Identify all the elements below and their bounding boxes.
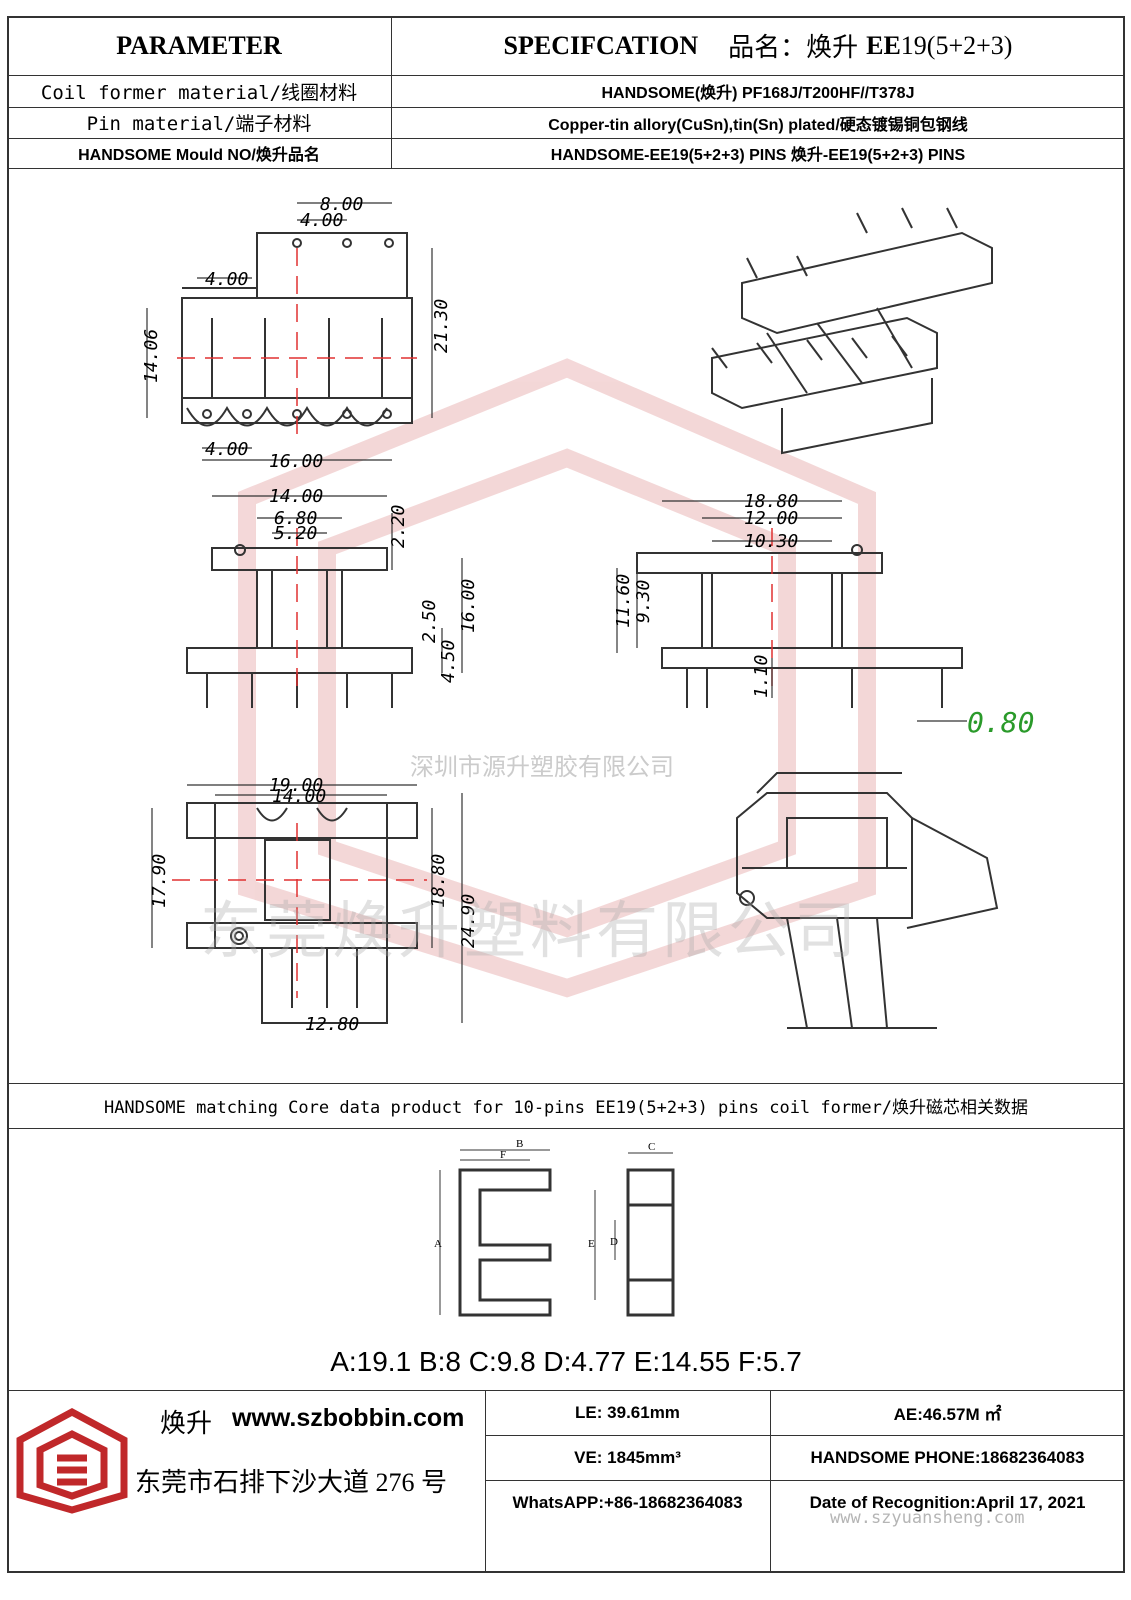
- footer-address: 东莞市石排下沙大道 276 号: [135, 1468, 448, 1497]
- spec-label-mould-no: HANDSOME Mould NO/焕升品名: [78, 147, 320, 164]
- company-logo-icon: [16, 1408, 128, 1514]
- row-divider: [7, 1390, 1125, 1391]
- product-model-suffix: 19(5+2+3): [900, 30, 1013, 60]
- product-model: EE: [866, 30, 901, 60]
- front-view: [186, 544, 413, 708]
- core-section-title: HANDSOME matching Core data product for …: [103, 1098, 1029, 1118]
- dim-bottom-19: 19.00: [269, 775, 323, 796]
- footer-ve: VE: 1845mm³: [574, 1447, 681, 1467]
- dim-bottom-18-8: 18.80: [428, 854, 449, 908]
- core-diagram: B F C A E D: [434, 1138, 675, 1317]
- spec-label-pin-material: Pin material/端子材料: [86, 113, 312, 135]
- footer-le: LE: 39.61mm: [575, 1402, 680, 1422]
- core-dimensions: A:19.1 B:8 C:9.8 D:4.77 E:14.55 F:5.7: [330, 1346, 802, 1377]
- spec-value-coil-former: HANDSOME(焕升) PF168J/T200HF//T378J: [601, 85, 915, 102]
- row-divider: [7, 168, 1125, 169]
- e-core-side: [626, 1168, 675, 1317]
- product-name-label: 品名：焕升: [728, 33, 859, 62]
- dim-front-2-5: 2.50: [419, 600, 440, 643]
- technical-drawing: 8.00 4.00 4.00 14.06 21.30 4.00 16.00 14…: [141, 194, 1034, 1035]
- column-divider: [391, 16, 392, 168]
- dim-front-16: 16.00: [458, 579, 479, 633]
- core-label-b: B: [516, 1138, 523, 1150]
- page-frame: [7, 16, 1125, 1573]
- core-label-c: C: [648, 1141, 655, 1153]
- top-view-dims: [146, 202, 433, 461]
- footer-date: Date of Recognition:April 17, 2021: [809, 1492, 1086, 1512]
- footer-website: www.szbobbin.com: [232, 1404, 465, 1432]
- parameter-header: PARAMETER: [116, 30, 282, 60]
- top-view-centerlines: [177, 248, 417, 443]
- row-divider: [7, 107, 1125, 108]
- dim-side-0-8: 0.80: [967, 706, 1034, 739]
- spec-value-mould-no: HANDSOME-EE19(5+2+3) PINS 焕升-EE19(5+2+3)…: [550, 147, 966, 164]
- footer-phone: HANDSOME PHONE:18682364083: [810, 1447, 1085, 1467]
- dim-bottom-24-9: 24.90: [458, 894, 479, 948]
- dim-bottom-12-8: 12.80: [305, 1014, 359, 1035]
- dim-side-10-3: 10.30: [744, 531, 798, 552]
- row-divider: [7, 1083, 1125, 1084]
- spec-label-coil-former: Coil former material/线圈材料: [40, 81, 358, 104]
- row-divider: [485, 1435, 1125, 1436]
- dim-top-21: 21.30: [431, 299, 452, 353]
- core-label-f: F: [500, 1149, 506, 1161]
- row-divider: [485, 1480, 1125, 1481]
- footer-ae: AE:46.57M ㎡: [893, 1405, 1002, 1424]
- dim-top-14: 14.06: [141, 329, 162, 383]
- row-divider: [7, 1128, 1125, 1129]
- specification-title: SPECIFCATION: [503, 30, 699, 60]
- dim-side-12: 12.00: [744, 508, 798, 529]
- dim-side-18-8: 18.80: [744, 491, 798, 512]
- dim-bottom-17-9: 17.90: [149, 854, 170, 908]
- row-divider: [7, 138, 1125, 139]
- watermark-url: www.szyuansheng.com: [830, 1508, 1025, 1528]
- e-core-shape: [458, 1168, 552, 1317]
- specification-header: SPECIFCATION 品名：焕升 EE 19(5+2+3): [391, 16, 1125, 75]
- dim-top-4a: 4.00: [300, 210, 343, 231]
- dim-top-4b: 4.00: [205, 269, 248, 290]
- dim-front-5-2: 5.20: [274, 523, 317, 544]
- core-label-e: E: [588, 1238, 595, 1250]
- footer-whatsapp: WhatsAPP:+86-18682364083: [512, 1492, 743, 1512]
- row-divider: [7, 75, 1125, 76]
- dim-front-4-5: 4.50: [438, 640, 459, 683]
- isometric-view-2: [736, 772, 999, 1029]
- dim-top-8: 8.00: [320, 194, 363, 215]
- column-divider: [485, 1390, 486, 1573]
- isometric-view-1: [711, 207, 993, 455]
- footer-brand: 焕升: [160, 1409, 213, 1438]
- dim-side-1-1: 1.10: [751, 655, 772, 698]
- watermark-company-big: 东莞焕升塑料有限公司: [200, 897, 861, 966]
- dim-front-2-2: 2.20: [388, 505, 409, 548]
- core-label-a: A: [434, 1238, 442, 1250]
- dim-top-4c: 4.00: [205, 439, 248, 460]
- dim-side-11-6: 11.60: [613, 574, 634, 628]
- side-view: [636, 544, 963, 708]
- watermark-company-small: 深圳市源升塑胶有限公司: [410, 754, 674, 781]
- spec-value-pin-material: Copper-tin allory(CuSn),tin(Sn) plated/硬…: [548, 116, 968, 134]
- core-label-d: D: [610, 1236, 618, 1248]
- dim-top-16: 16.00: [269, 451, 323, 472]
- dim-side-9-3: 9.30: [633, 580, 654, 623]
- dim-front-6-8: 6.80: [274, 508, 317, 529]
- column-divider: [770, 1390, 771, 1573]
- dim-bottom-14: 14.00: [272, 786, 326, 807]
- dim-front-14: 14.00: [269, 486, 323, 507]
